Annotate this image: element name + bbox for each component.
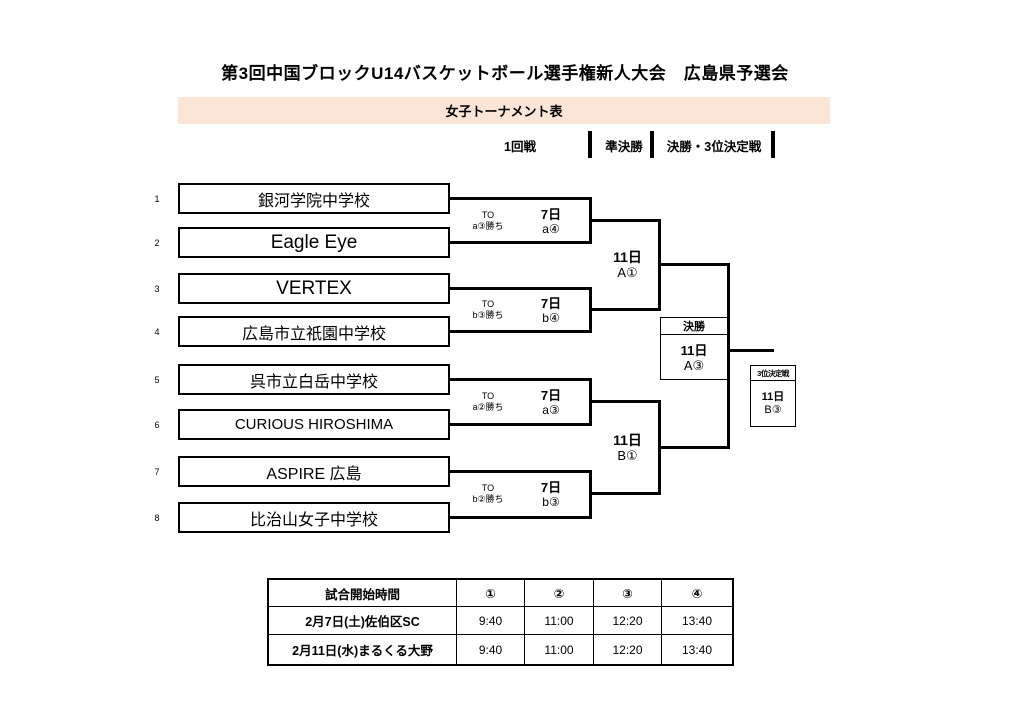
- final-box: 決勝 11日 A③: [660, 317, 728, 380]
- team-box: ASPIRE 広島: [178, 456, 450, 487]
- seed-number: 7: [154, 467, 160, 477]
- round-divider-bar: [771, 131, 775, 158]
- match-game: a④: [542, 221, 560, 236]
- team-box: Eagle Eye: [178, 227, 450, 258]
- bracket-line: [450, 197, 592, 200]
- team-box: 広島市立祇園中学校: [178, 316, 450, 347]
- schedule-header-cell: ①: [457, 580, 525, 607]
- bracket-line: [658, 263, 730, 266]
- schedule-venue-cell: 2月7日(土)佐伯区SC: [269, 607, 457, 635]
- to-label: TO: [481, 299, 495, 309]
- semifinal-label-a: 11日 A①: [595, 245, 660, 285]
- schedule-time-cell: 9:40: [457, 635, 525, 664]
- seed-number: 6: [154, 420, 160, 430]
- third-place-header: 3位決定戦: [751, 366, 795, 381]
- champion-line: [727, 349, 774, 352]
- match-game: b③: [542, 494, 560, 509]
- bracket-line: [450, 330, 592, 333]
- round-divider-bar: [650, 131, 654, 158]
- bracket-line: [450, 470, 592, 473]
- seed-number: 5: [154, 375, 160, 385]
- final-header: 決勝: [661, 318, 727, 335]
- final-match-label: 11日 A③: [661, 335, 727, 380]
- bracket-line: [658, 446, 730, 449]
- match-game: B①: [617, 448, 638, 463]
- schedule-table: 試合開始時間 ① ② ③ ④ 2月7日(土)佐伯区SC 9:40 11:00 1…: [267, 578, 734, 666]
- match-date: 11日: [613, 249, 642, 265]
- to-label: TO: [481, 210, 495, 220]
- seed-number: 8: [154, 513, 160, 523]
- page-title: 第3回中国ブロックU14バスケットボール選手権新人大会 広島県予選会: [221, 63, 789, 83]
- match-game: a③: [542, 402, 560, 417]
- schedule-time-cell: 13:40: [662, 607, 732, 635]
- seed-number: 3: [154, 284, 160, 294]
- schedule-header-cell: ④: [662, 580, 732, 607]
- bracket-line: [589, 492, 661, 495]
- to-label: TO: [481, 391, 495, 401]
- match-game: b④: [542, 310, 560, 325]
- schedule-time-cell: 12:20: [594, 607, 662, 635]
- third-place-box: 3位決定戦 11日 B③: [750, 365, 796, 427]
- bracket-line: [450, 378, 592, 381]
- schedule-venue-cell: 2月11日(水)まるくる大野: [269, 635, 457, 664]
- seed-number: 2: [154, 238, 160, 248]
- semifinal-label-b: 11日 B①: [595, 428, 660, 468]
- team-box: 銀河学院中学校: [178, 183, 450, 214]
- match-game: A③: [683, 357, 705, 373]
- schedule-time-cell: 13:40: [681, 642, 713, 657]
- bracket-line: [450, 516, 592, 519]
- bracket-line: [589, 308, 661, 311]
- seed-number: 4: [154, 327, 160, 337]
- team-box: 比治山女子中学校: [178, 502, 450, 533]
- bracket-line: [589, 400, 661, 403]
- schedule-header-cell: ③: [594, 580, 662, 607]
- schedule-header-cell: 試合開始時間: [269, 580, 457, 607]
- schedule-time-cell: 9:40: [457, 607, 525, 635]
- team-box: VERTEX: [178, 273, 450, 304]
- bracket-line: [727, 263, 730, 449]
- round-header-final: 決勝・3位決定戦: [666, 139, 762, 154]
- winner-of-label: a③勝ち: [472, 221, 504, 231]
- schedule-header-cell: ②: [525, 580, 594, 607]
- seed-number: 1: [154, 194, 160, 204]
- schedule-time-cell: 11:00: [525, 635, 594, 664]
- to-label: TO: [481, 483, 495, 493]
- team-box: 呉市立白岳中学校: [178, 364, 450, 395]
- match-date: 7日: [540, 387, 562, 403]
- team-box: CURIOUS HIROSHIMA: [178, 409, 450, 440]
- tournament-banner: 女子トーナメント表: [178, 97, 830, 124]
- match-date: 11日: [680, 342, 708, 358]
- winner-of-label: b③勝ち: [472, 310, 504, 320]
- match-game: A①: [617, 265, 638, 280]
- winner-of-label: a②勝ち: [472, 402, 504, 412]
- third-place-match-label: 11日 B③: [751, 381, 795, 427]
- match-date: 7日: [540, 206, 562, 222]
- match-date: 7日: [540, 295, 562, 311]
- match-game: B③: [764, 404, 782, 416]
- round-header-semifinal: 準決勝: [605, 139, 643, 154]
- round-divider-bar: [588, 131, 592, 158]
- bracket-line: [450, 287, 592, 290]
- bracket-line: [450, 241, 592, 244]
- schedule-time-cell: 12:20: [594, 635, 662, 664]
- schedule-time-cell: 11:00: [525, 607, 594, 635]
- match-date: 11日: [761, 391, 785, 403]
- match-date: 7日: [540, 479, 562, 495]
- winner-of-label: b②勝ち: [472, 494, 504, 504]
- bracket-line: [450, 423, 592, 426]
- round-header-first-round: 1回戦: [504, 139, 536, 154]
- bracket-line: [589, 219, 661, 222]
- match-date: 11日: [613, 432, 642, 448]
